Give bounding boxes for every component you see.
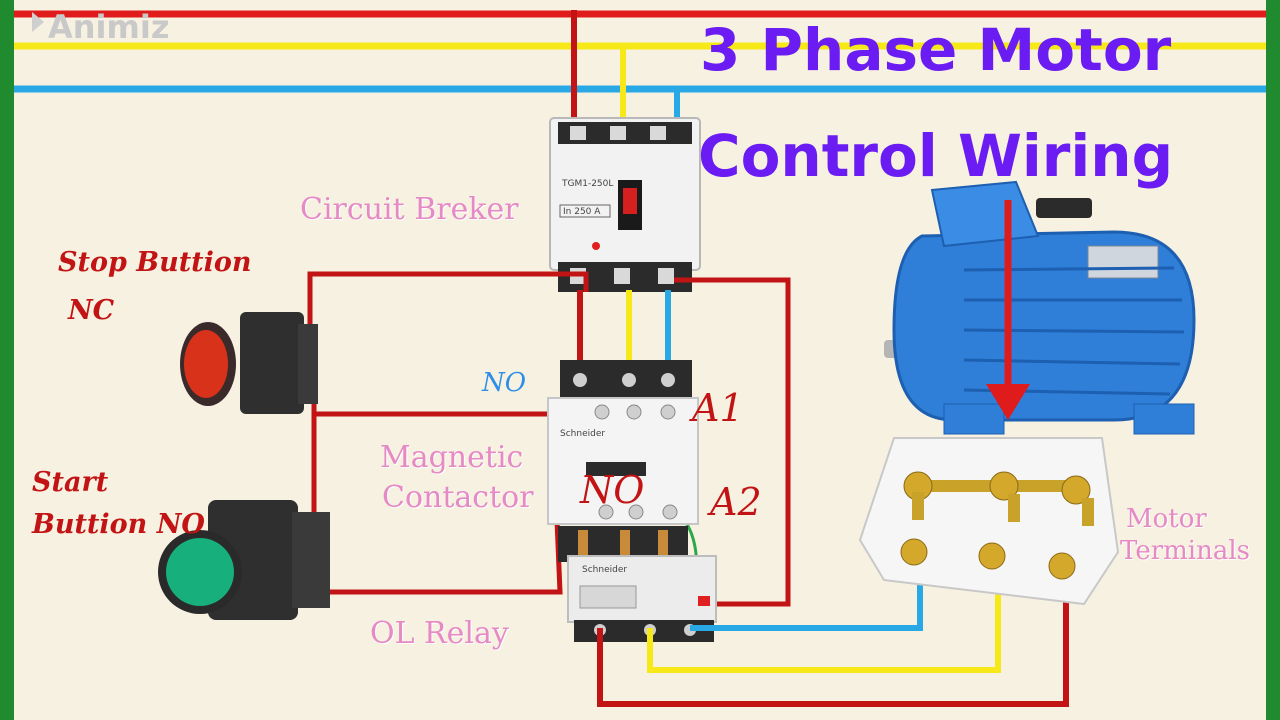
animiz-logo-icon: [32, 12, 44, 32]
ol-brand: Schneider: [582, 565, 627, 575]
motor-terminals-label-line-1: Motor: [1126, 504, 1207, 534]
start-button-label-line-1: Start: [32, 467, 109, 498]
breaker-rating: In 250 A: [563, 207, 601, 217]
motor-terminals-label-line-2: Terminals: [1120, 536, 1251, 566]
motor: [884, 180, 1196, 435]
magnetic-contactor: Schneider: [547, 360, 699, 525]
diagram-canvas: TGM1-250L In 250 A Schneider: [14, 0, 1266, 720]
coil-a2-label: A2: [710, 480, 762, 524]
contactor-label-line-1: Magnetic: [380, 440, 524, 475]
title-line-1: 3 Phase Motor: [700, 16, 1172, 84]
ol-relay-label: OL Relay: [370, 616, 509, 651]
stop-button-label-line-2: NC: [68, 295, 115, 326]
start-button-label-line-2: Buttion NO: [32, 509, 205, 540]
coil-a1-label: A1: [692, 386, 744, 430]
contactor-label-line-2: Contactor: [382, 480, 534, 515]
start-button-no[interactable]: [158, 500, 330, 620]
control-wire-breaker-to-stop: [307, 271, 589, 330]
arrow-head: [986, 384, 1030, 420]
breaker-model: TGM1-250L: [561, 179, 613, 189]
stop-button-label-line-1: Stop Buttion: [58, 247, 252, 278]
title-line-2: Control Wiring: [698, 122, 1174, 190]
no-contact-label-top: NO: [482, 368, 527, 398]
circuit-breaker: TGM1-250L In 250 A: [549, 117, 701, 292]
contactor-brand: Schneider: [560, 429, 605, 439]
control-wire-breaker-to-ol: [674, 277, 791, 607]
stop-button-nc[interactable]: [180, 312, 318, 414]
no-contact-label-mid: NO: [580, 468, 645, 512]
circuit-breaker-label: Circuit Breker: [300, 192, 519, 227]
motor-terminal-block: [858, 437, 1120, 606]
red-ol-to-terminal: [597, 566, 1069, 707]
overload-relay: Schneider: [558, 526, 717, 642]
wiring-diagram: TGM1-250L In 250 A Schneider: [14, 10, 1266, 707]
watermark: Animiz: [48, 8, 170, 46]
yellow-ol-to-terminal: [647, 568, 1001, 673]
